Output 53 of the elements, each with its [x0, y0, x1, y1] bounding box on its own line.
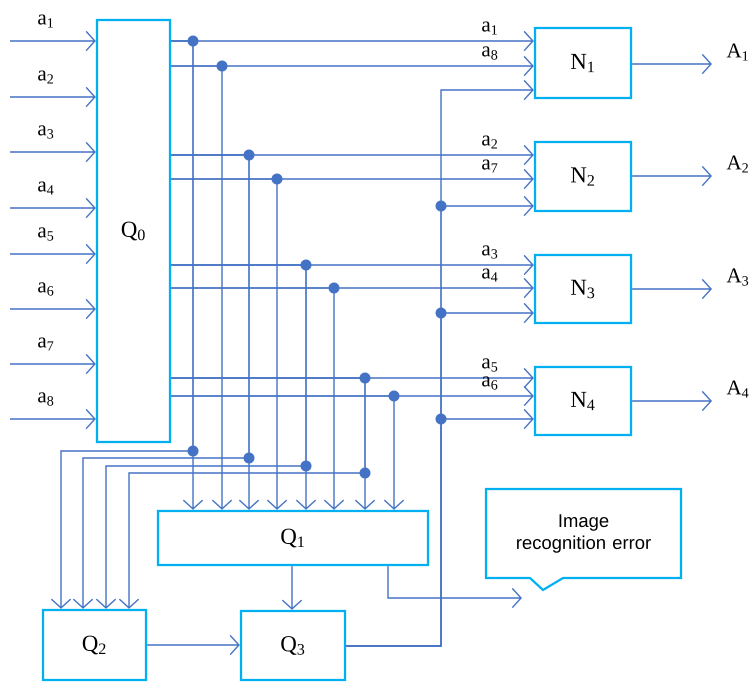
edge-label: a$_{8}$ [482, 46, 498, 60]
arrow [171, 178, 288, 510]
edge-label: A$_{3}$ [726, 268, 748, 286]
arrow [632, 166, 712, 186]
arrow [10, 298, 96, 320]
block-box: N$_{2}$ [534, 140, 632, 212]
edge-label: a$_{5}$ [38, 227, 54, 241]
edge-label: a$_{7}$ [482, 159, 498, 173]
edge-label: a$_{6}$ [38, 282, 54, 296]
arrow [346, 408, 534, 647]
arrow [50, 40, 194, 609]
arrow [632, 390, 712, 412]
arrow [10, 354, 96, 374]
arrow [10, 30, 96, 52]
edge-label: a$_{1}$ [482, 21, 497, 35]
arrow [96, 264, 307, 609]
arrow [387, 566, 522, 608]
edge-label: a$_{2}$ [38, 70, 53, 84]
edge-label: a$_{3}$ [482, 245, 498, 259]
arrow [72, 154, 250, 609]
arrow [171, 395, 404, 510]
block-box: Q$_{2}$ [42, 608, 148, 682]
edge-label: A$_{1}$ [726, 43, 748, 61]
edge-label: a$_{7}$ [38, 337, 54, 351]
edge-label: a$_{3}$ [38, 125, 54, 139]
edge-label: a$_{8}$ [38, 392, 54, 406]
arrow [10, 244, 96, 264]
arrow [171, 287, 344, 510]
block-box: Q$_{1}$ [156, 510, 430, 566]
callout-box: Image recognition error [484, 488, 682, 592]
arrow [10, 86, 96, 108]
edge-label: a$_{4}$ [38, 181, 54, 195]
edge-label: a$_{4}$ [482, 268, 498, 282]
arrow [10, 142, 96, 162]
arrow [632, 54, 712, 74]
edge-label: a$_{1}$ [38, 14, 53, 28]
block-box: Q$_{0}$ [96, 18, 172, 444]
edge-label: A$_{4}$ [726, 380, 748, 398]
arrow [632, 278, 712, 300]
arrow [147, 634, 240, 656]
arrow [118, 377, 366, 609]
arrow [282, 566, 302, 610]
arrow [171, 65, 232, 510]
block-box: Q$_{3}$ [240, 610, 346, 682]
block-box: N$_{3}$ [534, 254, 632, 324]
edge-label: a$_{6}$ [482, 376, 498, 390]
arrow [10, 408, 96, 430]
block-box: N$_{4}$ [534, 366, 632, 436]
edge-label: a$_{2}$ [482, 135, 497, 149]
arrow [10, 198, 96, 218]
edge-label: a$_{5}$ [482, 358, 498, 372]
block-box: N$_{1}$ [534, 26, 632, 100]
edge-label: A$_{2}$ [726, 155, 748, 173]
